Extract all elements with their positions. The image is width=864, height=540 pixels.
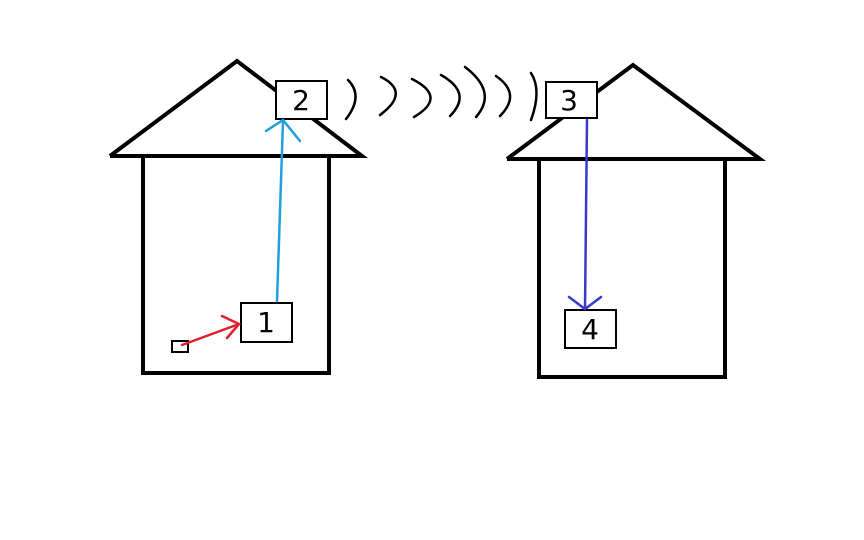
left-house-walls [141, 154, 331, 375]
box-4: 4 [564, 309, 617, 349]
right-house-roof [505, 62, 767, 161]
box-3-label: 3 [560, 84, 578, 117]
right-house-walls [537, 157, 727, 379]
box-4-label: 4 [581, 313, 599, 346]
box3-to-box4-arrow [567, 118, 603, 311]
box1-to-box2-arrow [264, 118, 302, 303]
source-to-box1-arrow [180, 314, 242, 347]
right-house [505, 62, 767, 379]
box-3: 3 [545, 81, 598, 119]
box-2-label: 2 [292, 84, 310, 117]
box-1-label: 1 [257, 306, 275, 339]
source-device [171, 340, 189, 353]
box-1: 1 [240, 302, 293, 343]
box-2: 2 [275, 80, 328, 120]
wireless-link-waves [344, 65, 538, 122]
